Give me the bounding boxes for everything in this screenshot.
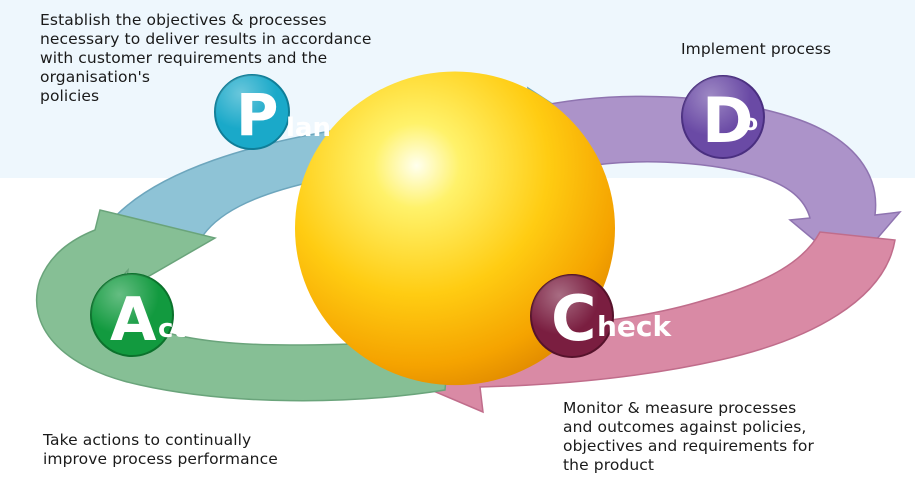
- plan-letter: P: [236, 81, 279, 149]
- act-description: Take actions to continually improve proc…: [43, 431, 278, 469]
- check-description-line: and outcomes against policies,: [563, 418, 807, 436]
- act-description-line: improve process performance: [43, 450, 278, 468]
- plan-description-line: organisation's: [40, 68, 151, 86]
- do-description: Implement process: [681, 40, 831, 59]
- do-description-line: Implement process: [681, 40, 832, 58]
- check-description-line: the product: [563, 456, 655, 474]
- plan-description-line: necessary to deliver results in accordan…: [40, 30, 372, 48]
- do-badge: D o: [681, 75, 765, 159]
- plan-description-line: with customer requirements and the: [40, 49, 328, 67]
- plan-badge: P lan: [214, 74, 331, 150]
- check-description: Monitor & measure processes and outcomes…: [563, 399, 814, 475]
- plan-label-rest: lan: [286, 113, 331, 143]
- check-description-line: objectives and requirements for: [563, 437, 814, 455]
- act-description-line: Take actions to continually: [43, 431, 252, 449]
- do-letter: D: [702, 84, 753, 157]
- check-badge: C heck: [530, 274, 673, 358]
- plan-description-line: policies: [40, 87, 100, 105]
- check-label-rest: heck: [597, 310, 673, 343]
- act-letter: A: [110, 285, 157, 355]
- plan-description-line: Establish the objectives & processes: [40, 11, 327, 29]
- act-badge: A ct: [90, 273, 186, 357]
- check-description-line: Monitor & measure processes: [563, 399, 797, 417]
- plan-description: Establish the objectives & processes nec…: [40, 11, 371, 106]
- act-label-rest: ct: [158, 314, 186, 344]
- check-letter: C: [551, 282, 597, 355]
- do-label-rest: o: [743, 111, 758, 136]
